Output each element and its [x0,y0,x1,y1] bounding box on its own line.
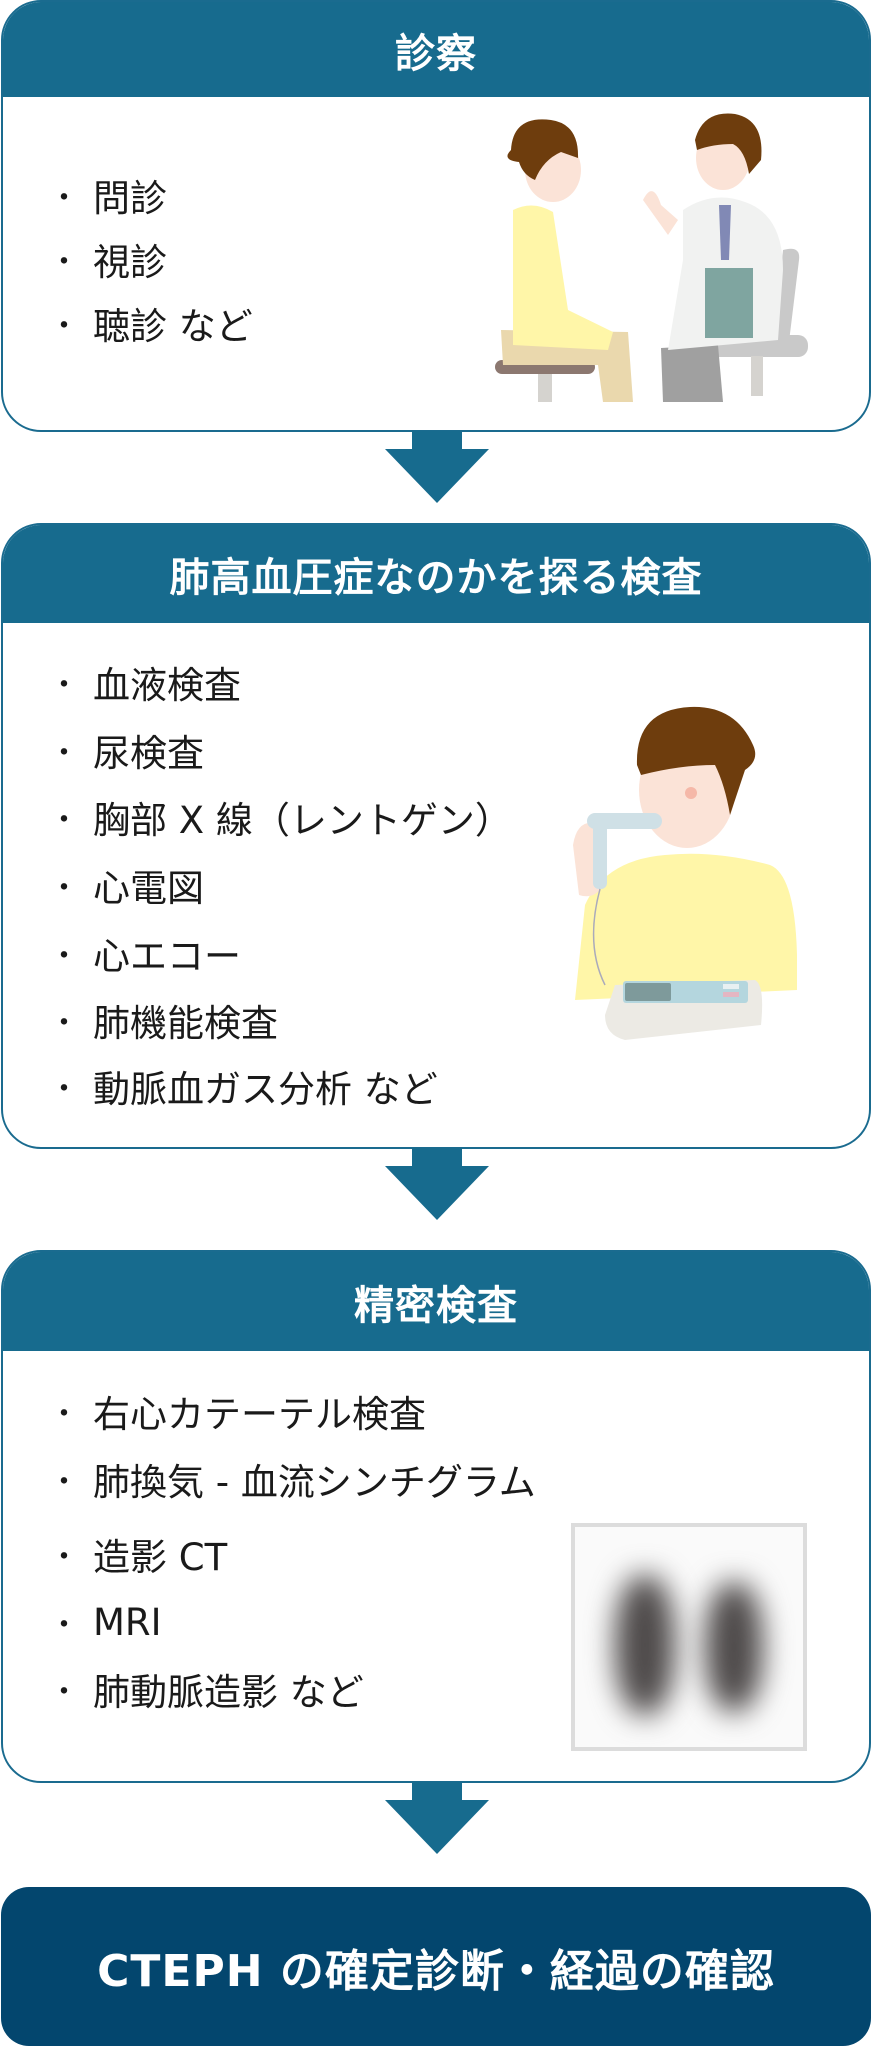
bullet: ・ [49,803,79,838]
item-text: MRI [93,1600,162,1644]
list-item: ・肺機能検査 [3,990,278,1050]
step-header: 診察 [3,2,869,97]
bullet: ・ [49,1006,79,1041]
bullet: ・ [49,1397,79,1432]
bullet: ・ [49,1675,79,1710]
bullet: ・ [49,736,79,771]
item-text: 肺換気 - 血流シンチグラム [93,1461,536,1504]
list-item: ・造影 CT [3,1524,227,1584]
list-item: ・ MRI [3,1592,162,1652]
item-text: 肺動脈造影 など [93,1671,364,1714]
bullet: ・ [49,1072,79,1107]
doctor-consultation-illustration [495,113,808,402]
list-item: ・肺動脈造影 など [3,1659,364,1719]
item-text: 視診 [93,241,167,284]
lung-scintigram-image [571,1523,807,1751]
step-header: 肺高血圧症なのかを探る検査 [3,525,869,623]
bullet: ・ [49,1540,79,1575]
item-text: 心エコー [93,935,241,978]
bullet: ・ [49,871,79,906]
list-item: ・動脈血ガス分析 など [3,1056,438,1116]
list-item: ・問診 [3,165,167,225]
item-text: 聴診 など [93,305,253,348]
item-text: 問診 [93,177,167,220]
list-item: ・心エコー [3,923,241,983]
list-item: ・聴診 など [3,293,253,353]
bullet: ・ [49,245,79,280]
item-text: 動脈血ガス分析 など [93,1068,438,1111]
step-header: 精密検査 [3,1252,869,1351]
item-text: 肺機能検査 [93,1002,278,1045]
step-title: 診察 [395,30,477,77]
item-text: 血液検査 [93,664,241,707]
item-text: 右心カテーテル検査 [93,1393,426,1436]
list-item: ・尿検査 [3,720,204,780]
arrow-down-icon [385,1782,489,1854]
list-item: ・右心カテーテル検査 [3,1381,426,1441]
step-card-examination: 診察 ・問診 ・視診 ・聴診 など [1,0,871,432]
step-title: 精密検査 [354,1282,518,1329]
bullet: ・ [49,181,79,216]
item-text: 尿検査 [93,732,204,775]
bullet: ・ [49,1608,79,1643]
bullet: ・ [49,668,79,703]
list-item: ・肺換気 - 血流シンチグラム [3,1449,536,1509]
arrow-down-icon [385,431,489,503]
bullet: ・ [49,939,79,974]
list-item: ・胸部 X 線（レントゲン） [3,787,512,847]
item-text: 胸部 X 線（レントゲン） [93,799,512,842]
bullet: ・ [49,309,79,344]
list-item: ・視診 [3,229,167,289]
list-item: ・心電図 [3,855,204,915]
step-title: 肺高血圧症なのかを探る検査 [169,555,703,601]
step-card-detailed-exam: 精密検査 ・右心カテーテル検査 ・肺換気 - 血流シンチグラム ・造影 CT ・… [1,1250,871,1783]
arrow-down-icon [385,1148,489,1220]
item-text: 造影 CT [93,1536,228,1579]
list-item: ・血液検査 [3,652,241,712]
bullet: ・ [49,1465,79,1500]
item-text: 心電図 [93,867,204,910]
final-label: CTEPH の確定診断・経過の確認 [97,1945,775,1997]
step-card-ph-screening: 肺高血圧症なのかを探る検査 ・血液検査 ・尿検査 ・胸部 X 線（レントゲン） … [1,523,871,1149]
final-diagnosis-banner: CTEPH の確定診断・経過の確認 [1,1887,871,2046]
spirometry-test-illustration [573,706,797,1040]
